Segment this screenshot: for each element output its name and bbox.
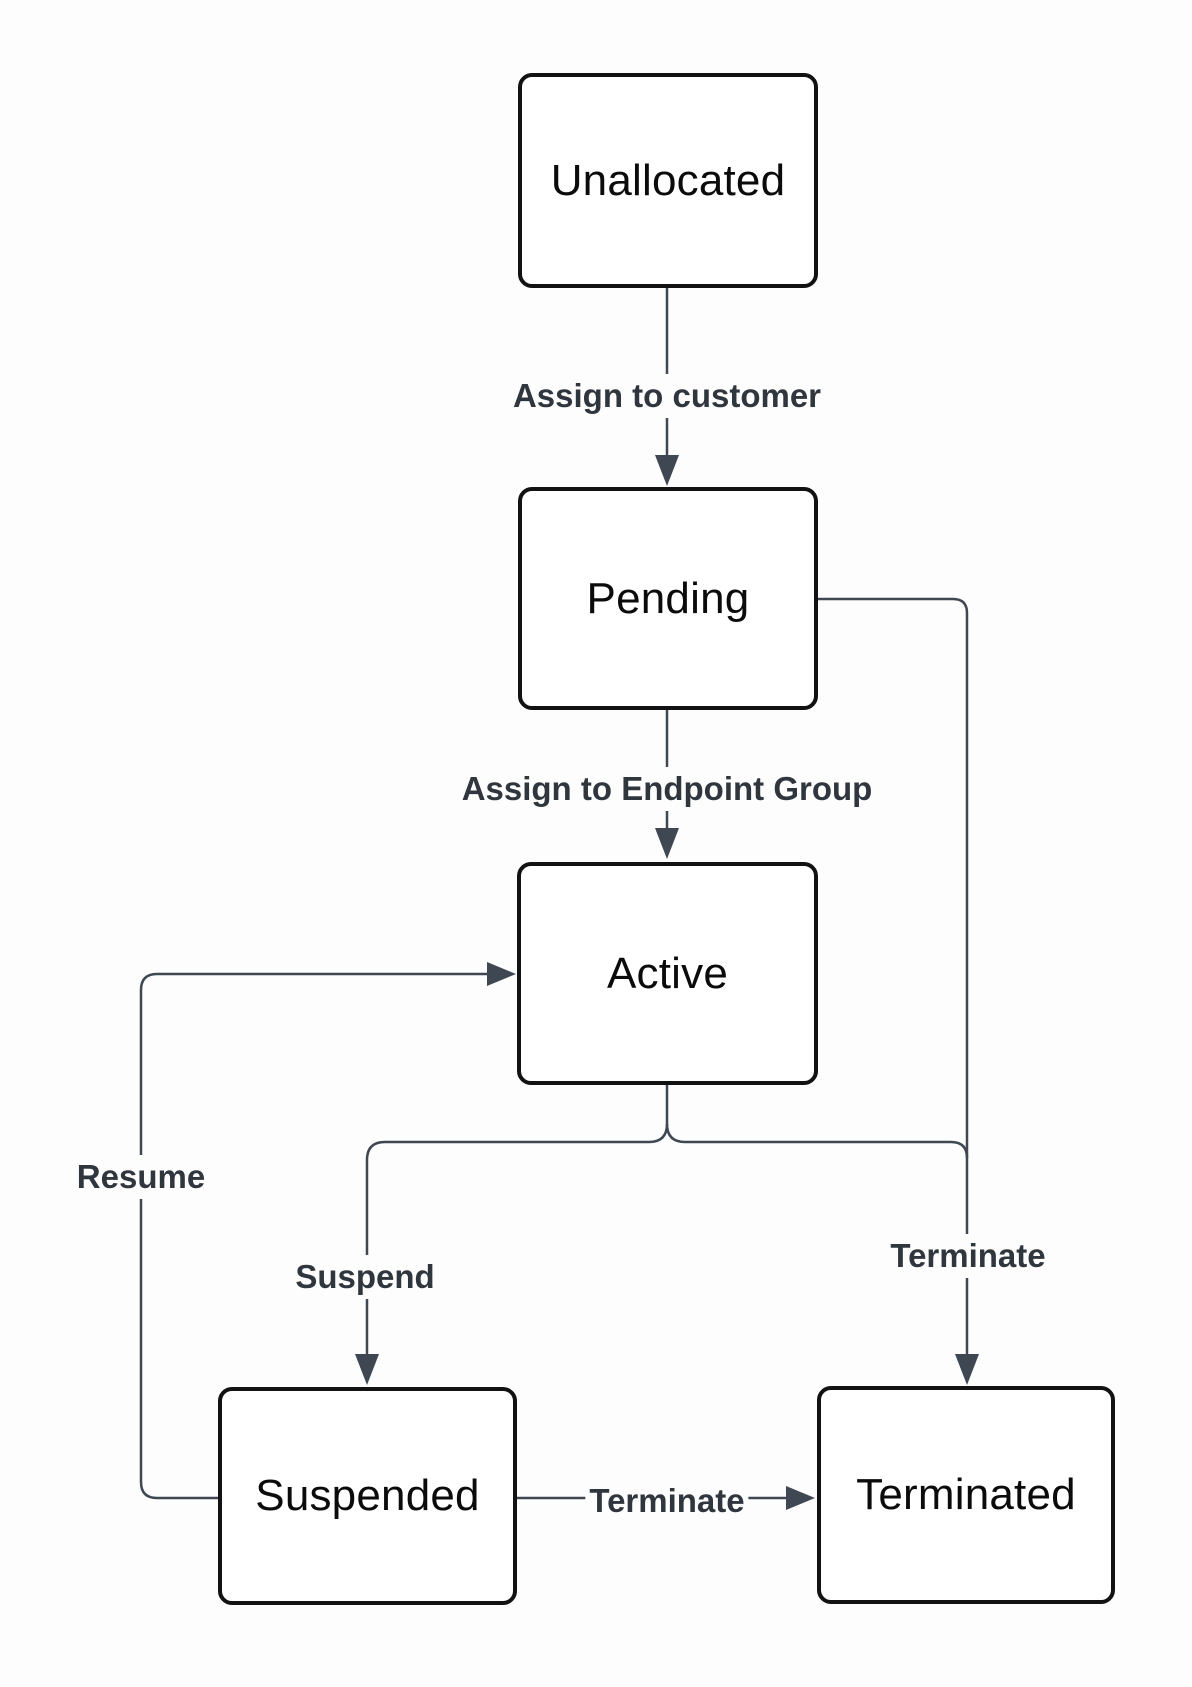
arrowhead-into-terminated-top — [955, 1354, 979, 1385]
edge-label-resume: Resume — [68, 1155, 214, 1199]
arrowhead-into-pending — [655, 455, 679, 486]
node-unallocated-label: Unallocated — [550, 155, 786, 205]
node-unallocated: Unallocated — [518, 73, 818, 288]
edge-label-terminate-suspended-branch: Terminate — [585, 1479, 749, 1523]
node-active-label: Active — [606, 948, 729, 998]
node-suspended: Suspended — [218, 1387, 517, 1605]
edge-label-assign-to-endpoint-group: Assign to Endpoint Group — [453, 767, 881, 811]
node-terminated: Terminated — [817, 1386, 1115, 1604]
edge-suspended-active-resume — [139, 972, 489, 1500]
node-pending: Pending — [518, 487, 818, 710]
arrowhead-into-suspended-top — [355, 1354, 379, 1385]
edge-pending-terminated — [818, 597, 969, 1354]
edge-label-assign-to-customer: Assign to customer — [504, 374, 830, 418]
node-active: Active — [517, 862, 818, 1085]
node-terminated-label: Terminated — [856, 1470, 1076, 1519]
edge-label-suspend: Suspend — [287, 1255, 443, 1299]
node-pending-label: Pending — [586, 573, 750, 623]
edge-label-terminate-pending-branch: Terminate — [882, 1234, 1054, 1278]
node-suspended-label: Suspended — [255, 1471, 480, 1520]
arrowhead-into-active-top — [655, 828, 679, 859]
edge-active-terminated-branch — [665, 1123, 969, 1159]
arrowhead-into-active-left — [487, 962, 516, 986]
edge-active-suspended — [365, 1085, 669, 1354]
arrowhead-into-terminated-left — [786, 1486, 815, 1510]
